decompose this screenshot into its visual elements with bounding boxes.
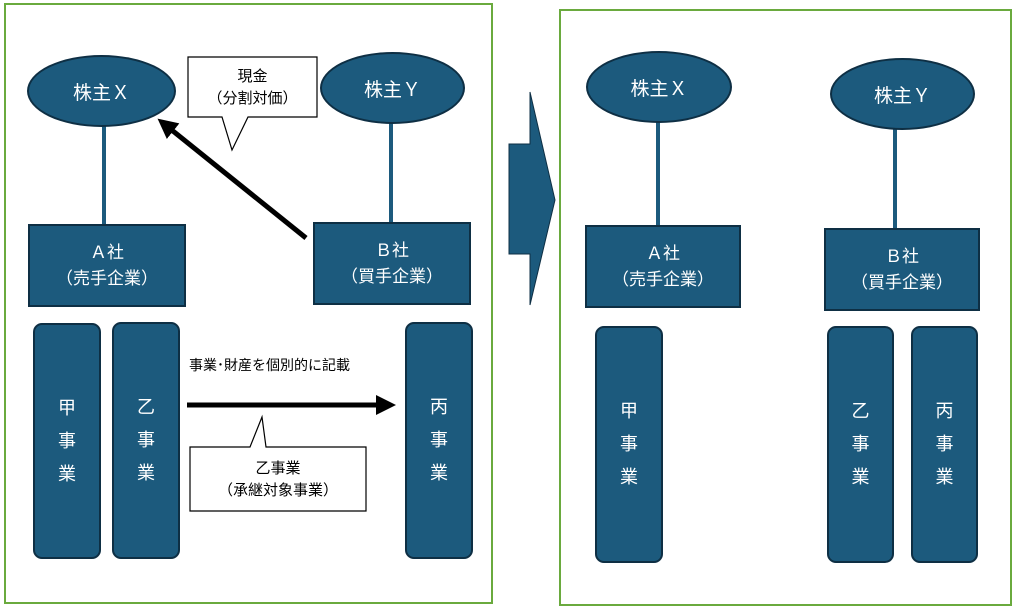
connector-y-to-b [389,118,393,224]
business-otsu-char-after: 事 [851,434,870,455]
business-hei-block: 丙 事 業 [405,322,473,559]
business-hei-char: 丙 [430,397,448,418]
business-hei-char: 業 [430,463,448,484]
business-otsu-char-after: 業 [851,467,870,488]
company-a-name-after: Ａ社 [646,243,680,264]
connector-x-to-a-after [656,112,660,226]
business-hei-block-after: 丙 事 業 [911,326,978,563]
transition-chevron-arrow [508,91,556,306]
company-b-role-after: （買手企業） [851,272,953,293]
company-a-box-after: Ａ社 （売手企業） [585,225,741,308]
business-otsu-char-after: 乙 [851,401,870,422]
shareholder-y-label: 株主Ｙ [363,78,421,101]
company-b-role: （買手企業） [341,266,443,287]
shareholder-x-label-after: 株主Ｘ [630,77,688,100]
shareholder-x-node: 株主Ｘ [27,55,176,127]
cash-payment-arrow [157,118,308,240]
company-a-name: Ａ社 [90,242,124,263]
business-hei-char: 事 [430,430,448,451]
callout-target-shape [189,414,367,512]
callout-target: 乙事業 （承継対象事業） [190,450,366,508]
business-ko-char: 事 [58,430,76,452]
business-otsu-block-after: 乙 事 業 [827,326,894,563]
business-ko-block-after: 甲 事 業 [595,326,663,563]
company-b-name-after: Ｂ社 [885,246,919,267]
company-a-role-after: （売手企業） [612,269,714,290]
callout-cash-shape [187,56,318,152]
company-a-role: （売手企業） [56,268,158,289]
callout-cash: 現金 （分割対価） [188,60,317,114]
business-ko-block: 甲 事 業 [33,323,101,559]
connector-y-to-b-after [893,120,897,228]
shareholder-x-label: 株主Ｘ [72,81,130,104]
company-a-box: Ａ社 （売手企業） [28,224,186,307]
business-otsu-block: 乙 事 業 [112,322,180,559]
business-otsu-char: 事 [137,430,155,451]
callout-target-line1: 乙事業 [255,459,301,477]
callout-cash-line2: （分割対価） [207,89,298,107]
business-ko-char: 甲 [58,397,76,419]
company-b-name: Ｂ社 [375,240,409,261]
shareholder-y-label-after: 株主Ｙ [873,84,931,107]
business-hei-char-after: 丙 [935,401,954,422]
connector-x-to-a [102,110,106,224]
business-otsu-char: 乙 [137,397,155,418]
callout-cash-line1: 現金 [237,67,268,85]
shareholder-x-node-after: 株主Ｘ [586,51,732,123]
shareholder-y-node: 株主Ｙ [320,52,465,124]
shareholder-y-node-after: 株主Ｙ [830,58,975,130]
company-b-box-after: Ｂ社 （買手企業） [824,228,980,311]
business-ko-char-after: 甲 [620,401,638,422]
business-ko-char: 業 [58,463,76,485]
business-ko-char-after: 事 [620,434,638,455]
business-otsu-char: 業 [137,463,155,484]
callout-target-line2: （承継対象事業） [217,481,338,499]
transfer-label: 事業･財産を個別的に記載 [189,358,350,374]
company-b-box: Ｂ社 （買手企業） [313,222,471,305]
business-hei-char-after: 事 [935,434,954,455]
business-hei-char-after: 業 [935,467,954,488]
business-ko-char-after: 業 [620,467,638,488]
